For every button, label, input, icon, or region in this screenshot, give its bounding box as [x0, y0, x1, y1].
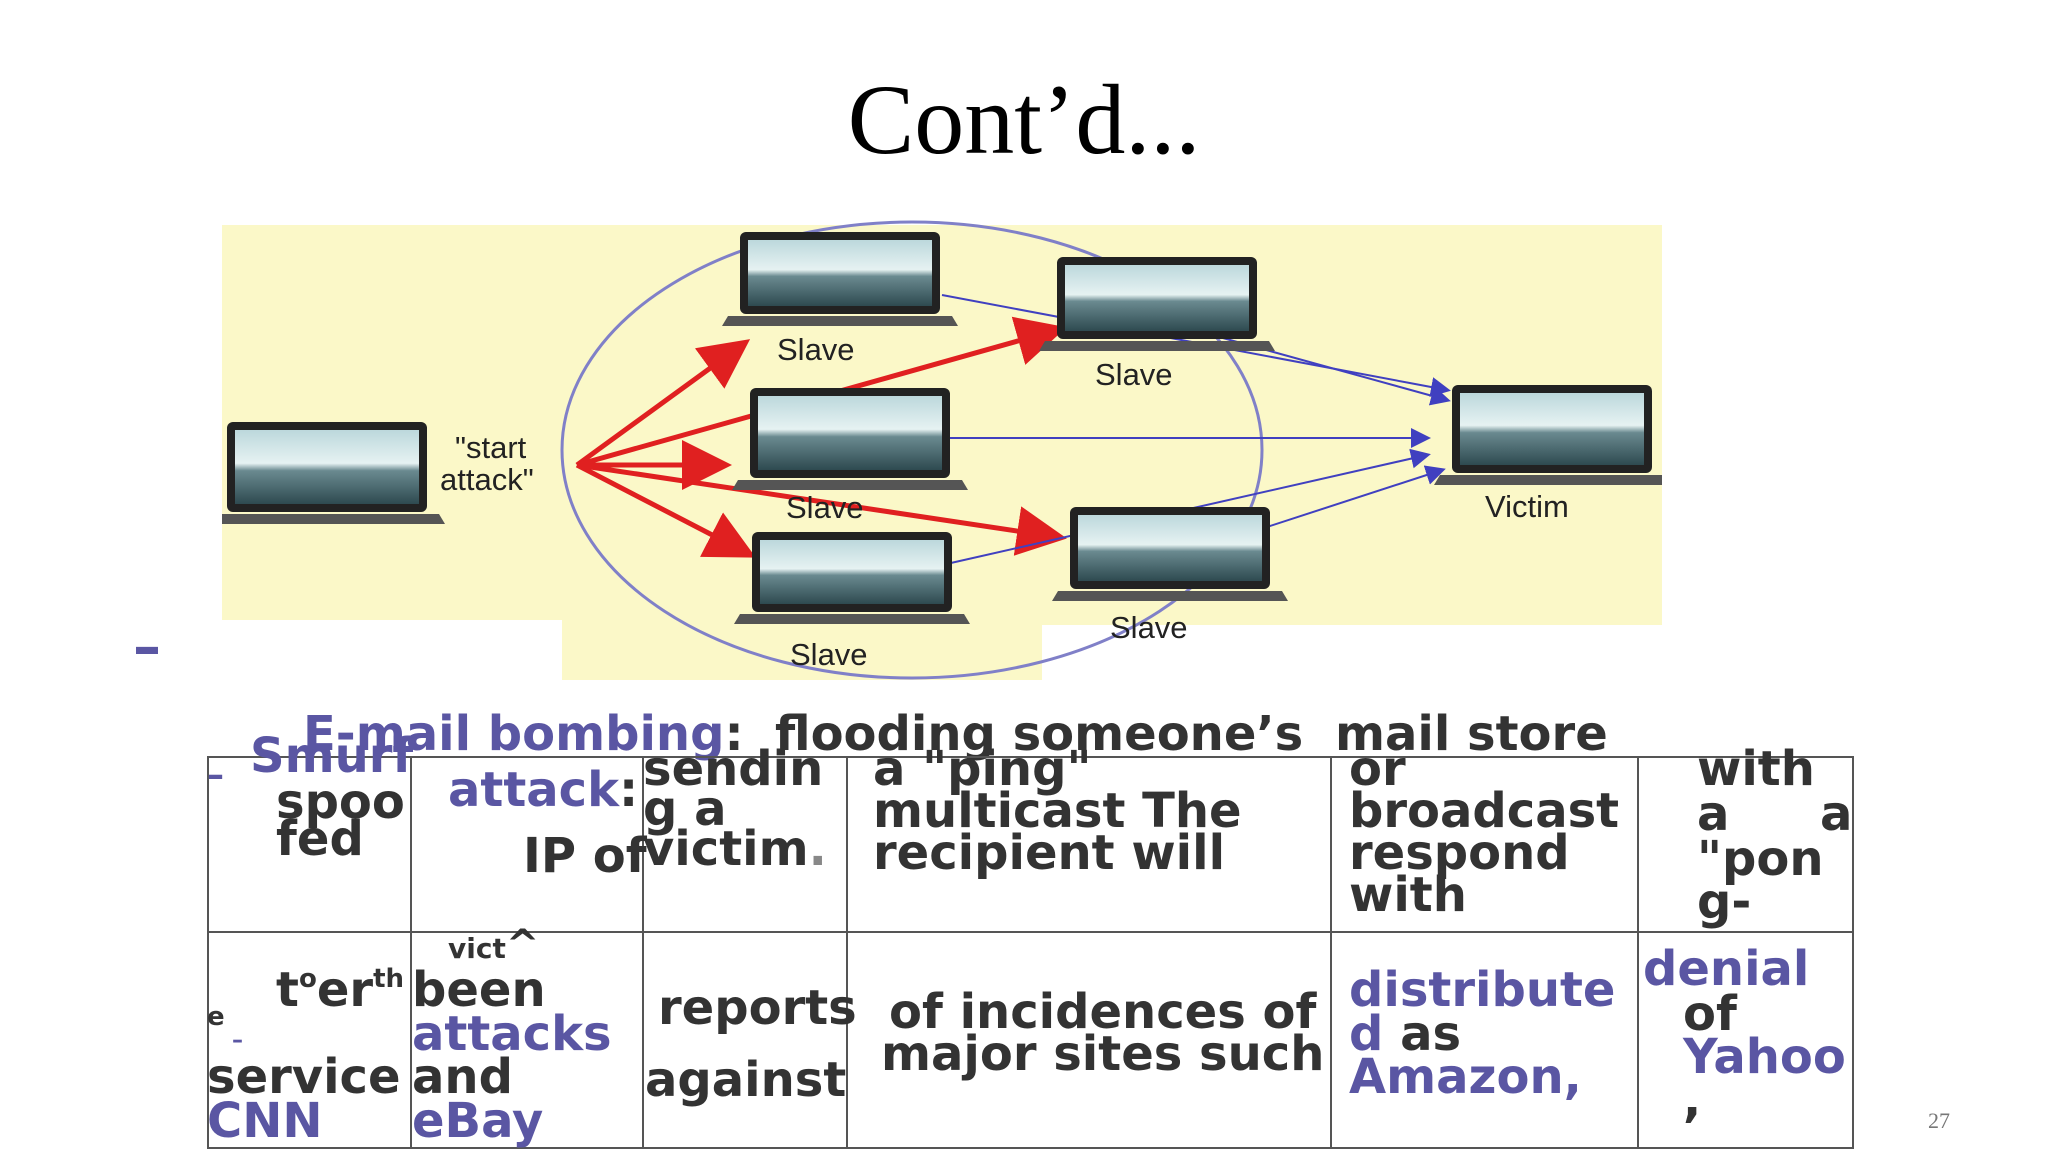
cell-text: IP of	[523, 828, 647, 884]
cell-text: with	[1697, 741, 1815, 797]
cell-text: or	[1349, 741, 1406, 797]
victim-label: Victim	[1485, 489, 1569, 524]
denial-text: denial	[1643, 941, 1810, 997]
email-bombing-term: E-mail bombing	[303, 706, 725, 762]
cell-text: of incidences of	[889, 984, 1317, 1040]
attack-term: attack:	[448, 766, 638, 814]
email-bombing-line: E-mail bombing:	[303, 710, 744, 758]
cell-text: with	[1349, 867, 1467, 923]
slave-laptop-4-icon	[734, 532, 970, 624]
table-cell	[1637, 756, 1854, 933]
cell-text: a	[1820, 786, 1853, 842]
vict-text: vict	[448, 932, 506, 965]
slave-label: Slave	[777, 332, 855, 367]
attacker-laptop-icon	[222, 422, 445, 524]
cell-text: fed	[276, 811, 364, 867]
cell-text: d as	[1349, 1010, 1461, 1058]
cell-text: broadcast	[1349, 783, 1620, 839]
cell-text: major sites such	[881, 1026, 1325, 1082]
table-cell	[1637, 931, 1854, 1149]
cnn-text: CNN	[207, 1093, 323, 1149]
slave-laptop-1-icon	[722, 232, 958, 326]
page-number: 27	[1928, 1108, 1950, 1133]
text-o: o	[298, 964, 317, 994]
cell-text: reports	[658, 980, 857, 1036]
cell-text: victim.	[643, 825, 827, 873]
yahoo-text: Yahoo	[1683, 1029, 1846, 1085]
slave-laptop-5-icon	[1052, 507, 1288, 601]
caret: ^	[505, 922, 540, 968]
email-bombing-colon: :	[724, 706, 744, 762]
amazon-text: Amazon,	[1349, 1049, 1582, 1105]
cell-text: against	[645, 1052, 847, 1108]
victim-laptop-icon	[1434, 385, 1662, 485]
table-cell	[1330, 931, 1640, 1149]
slave-label: Slave	[1095, 357, 1173, 392]
table-cell	[1330, 756, 1640, 933]
cell-text: e	[207, 1002, 225, 1032]
attacks-text: attacks	[412, 1006, 612, 1062]
as-text: as	[1400, 1006, 1462, 1062]
victim-word: victim	[643, 821, 809, 877]
table-cell	[409, 931, 645, 1149]
cell-text: "pon	[1697, 831, 1824, 887]
table-cell	[846, 756, 1333, 933]
attack-word: attack	[448, 762, 620, 818]
page-title: Cont’d...	[847, 64, 1201, 175]
cell-text: spoo	[276, 774, 405, 830]
table-cell	[207, 756, 412, 933]
cell-text: a	[1697, 786, 1730, 842]
cell-text: sendin	[643, 741, 824, 797]
smurf-term: Smurf	[250, 728, 414, 784]
ddos-diagram: "start attack" Slave Slave Slave Slave S…	[222, 220, 1662, 680]
sub-bullet-dash: –	[207, 755, 224, 795]
cell-text: and	[412, 1049, 513, 1105]
table-cell	[207, 931, 412, 1149]
cell-text: respond	[1349, 825, 1570, 881]
cell-text: g a	[643, 781, 727, 837]
text-th: th	[373, 964, 405, 994]
slave-group-ellipse	[560, 220, 1264, 680]
slave-label: Slave	[786, 490, 864, 525]
distributed-text: distribute	[1349, 962, 1616, 1018]
slave-label: Slave	[1110, 610, 1188, 645]
cell-text: a "ping"	[873, 741, 1092, 797]
slave-label: Slave	[790, 637, 868, 672]
start-attack-label-2: attack"	[440, 462, 534, 497]
cell-text: ,	[1683, 1072, 1702, 1128]
start-attack-label-1: "start	[455, 430, 527, 465]
email-bombing-text-2: mail store	[1335, 706, 1608, 762]
text-t: t	[276, 962, 299, 1018]
small-dash: –	[232, 1028, 243, 1053]
table-cell	[846, 931, 1333, 1149]
slave-laptop-3-icon	[732, 388, 968, 490]
email-bombing-text-1: flooding someone’s	[775, 706, 1304, 762]
cell-text: been	[412, 962, 546, 1018]
cell-text: multicast The	[873, 783, 1242, 839]
cell-text: vict^	[448, 925, 539, 965]
cell-text: service	[207, 1049, 401, 1105]
smurf-table	[207, 756, 1854, 1149]
table-cell	[642, 756, 849, 933]
slave-laptop-2-icon	[1039, 257, 1275, 351]
cell-text: toerth	[276, 966, 404, 1014]
cell-text: recipient will	[873, 825, 1226, 881]
ebay-text: eBay	[412, 1093, 544, 1149]
table-cell	[409, 756, 645, 933]
d-text: d	[1349, 1006, 1384, 1062]
table-cell	[642, 931, 849, 1149]
period: .	[808, 821, 827, 877]
cell-text: g-	[1697, 874, 1752, 930]
attack-colon: :	[619, 762, 639, 818]
text-er: er	[316, 962, 374, 1018]
cell-text: of	[1683, 986, 1737, 1042]
bullet-dash: –	[133, 615, 161, 680]
